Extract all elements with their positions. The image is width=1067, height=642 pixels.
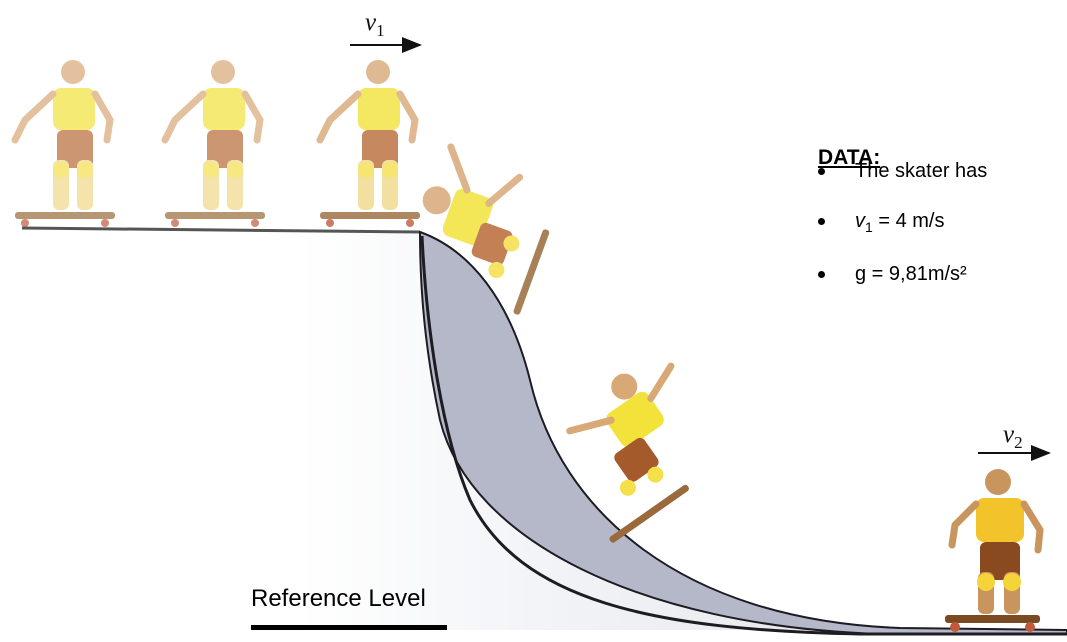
reference-level-label: Reference Level [251,585,426,612]
bullet-icon [818,218,825,225]
v1-symbol: v [365,9,377,36]
skater-figure-4 [422,143,550,315]
ramp-inner-edge [420,235,1067,636]
v2-subscript: 2 [1014,433,1023,452]
data-item-v1-value: v1 = 4 m/s [855,210,945,235]
v2-label: v2 [1003,422,1023,451]
bullet-icon [818,168,825,175]
v1-subscript: 1 [376,21,385,40]
v2-symbol: v [1003,421,1015,448]
v1-label: v1 [365,10,385,39]
platform-deck [21,226,421,234]
skater-figure-2 [161,60,265,227]
skater-figure-3 [316,60,420,227]
reference-level-bar [251,625,447,630]
skater-figure-5 [566,362,689,543]
data-item-g-text: g = 9,81m/s² [855,263,967,285]
data-heading: DATA: [818,146,881,169]
bullet-icon [818,271,825,278]
data-item-text: The skater has [855,160,988,182]
data-item-v1-text: = 4 m/s [872,210,945,232]
skater-figure-6 [945,469,1044,632]
ramp-surface [418,230,1067,635]
ramp-background-shading [300,232,850,630]
skater-figure-1 [11,60,115,227]
data-item-v1-subscript: 1 [865,219,873,235]
data-item-v1-symbol: v [855,210,865,232]
